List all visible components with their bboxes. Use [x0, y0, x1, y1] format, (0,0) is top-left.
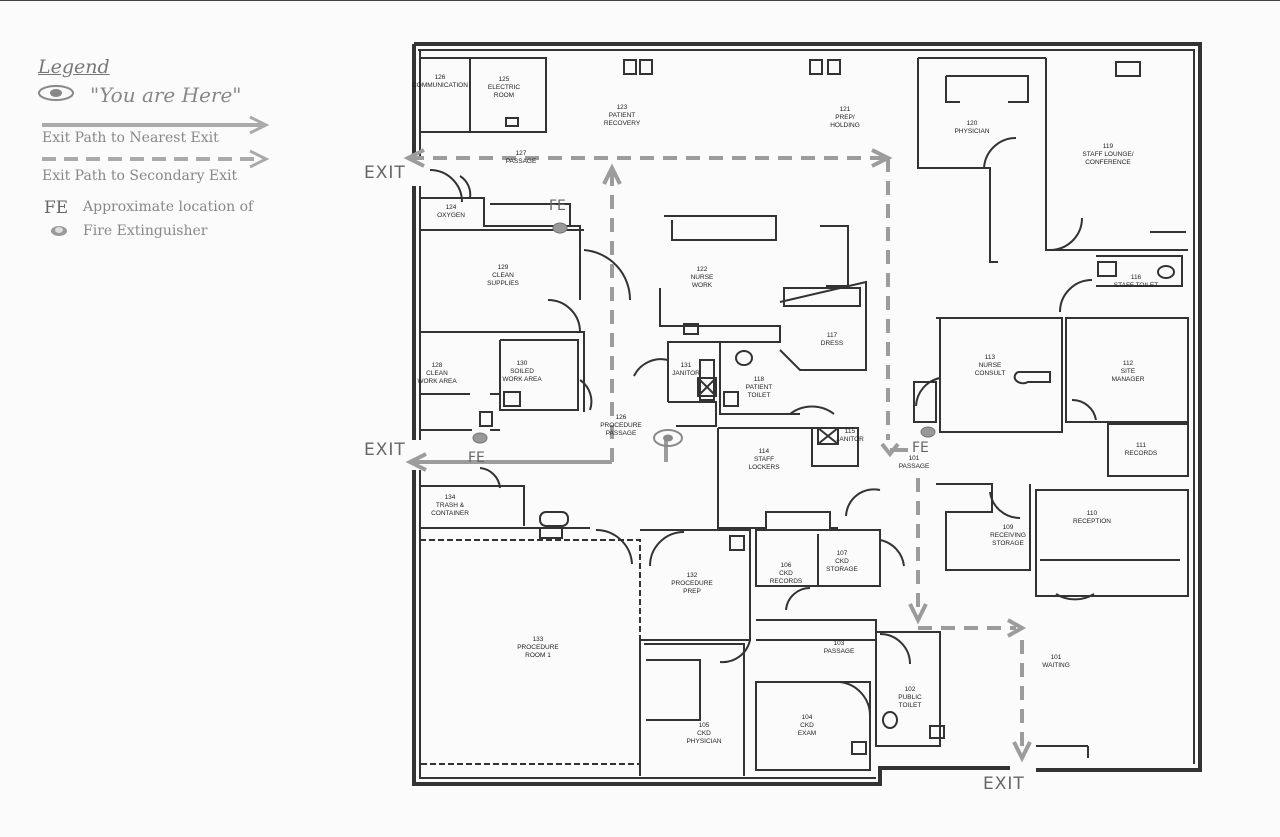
- fe-tag: FE: [468, 450, 485, 466]
- exit-label-south: EXIT: [983, 774, 1025, 794]
- legend-secondary-exit: Exit Path to Secondary Exit: [42, 168, 238, 184]
- legend-fe-text-2: Fire Extinguisher: [83, 223, 208, 239]
- legend-primary-exit: Exit Path to Nearest Exit: [42, 130, 219, 146]
- fire-extinguisher-icon: [51, 226, 67, 236]
- scan-edge-line: [0, 0, 1280, 1]
- legend-you-are-here: "You are Here": [90, 83, 242, 107]
- exit-label-west: EXIT: [364, 440, 406, 460]
- you-are-here-icon: [38, 85, 74, 101]
- fe-tag: FE: [912, 440, 929, 456]
- secondary-exit-arrow-icon: [42, 149, 270, 169]
- legend-fe-symbol: FE: [44, 198, 69, 218]
- you-are-here-marker: [653, 429, 683, 447]
- exit-label-north: EXIT: [364, 163, 406, 183]
- legend-title: Legend: [38, 56, 110, 78]
- fe-tag: FE: [549, 198, 566, 214]
- legend-fe-text-1: Approximate location of: [83, 199, 254, 215]
- primary-exit-arrow-icon: [42, 115, 270, 135]
